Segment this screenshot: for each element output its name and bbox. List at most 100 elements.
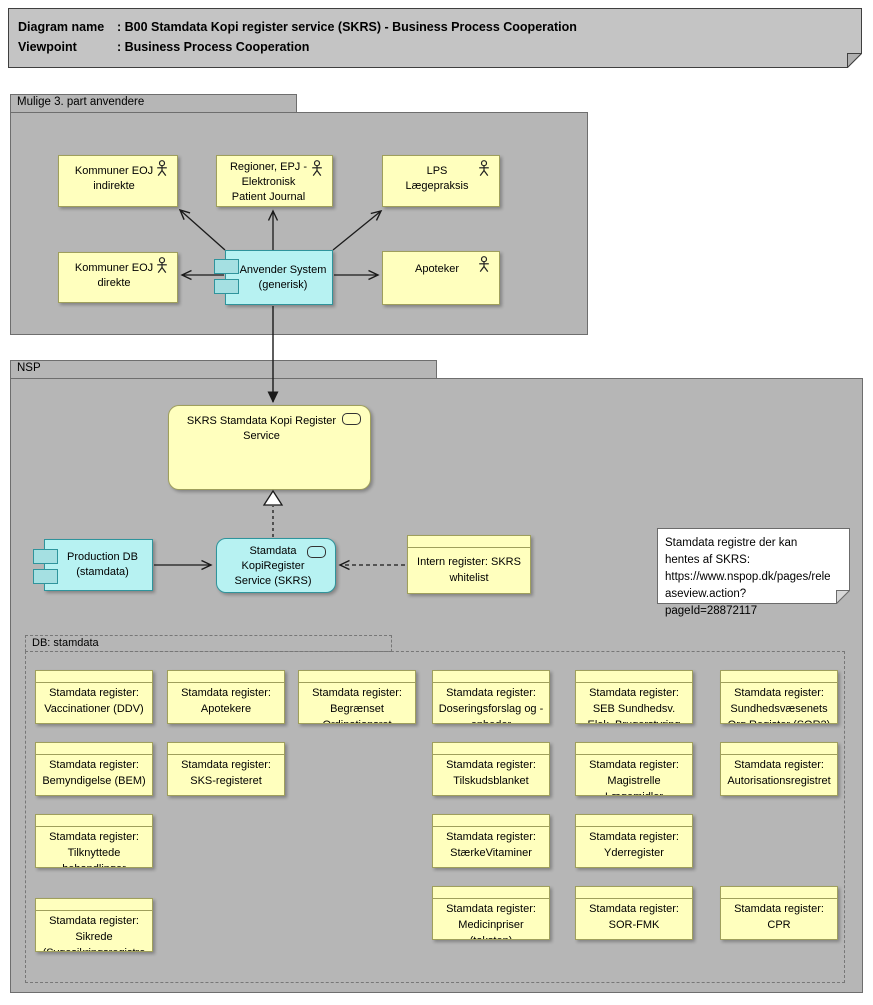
register-label: Stamdata register: Vaccinationer (DDV) xyxy=(44,687,144,715)
note-skrs-registers: Stamdata registre der kan hentes af SKRS… xyxy=(657,528,851,617)
register-autorisationsregistret: Stamdata register: Autorisationsregistre… xyxy=(720,742,838,796)
service-stamdata-kopiregister-skrs: Stamdata KopiRegister Service (SKRS) xyxy=(216,538,336,593)
actor-icon xyxy=(156,257,168,279)
actor-icon xyxy=(311,160,323,182)
title-note-shape xyxy=(8,8,863,69)
actor-label: Apoteker xyxy=(414,263,460,275)
component-port-icon xyxy=(33,549,58,564)
object-top-bar xyxy=(433,815,549,827)
object-top-bar xyxy=(576,887,692,899)
object-top-bar xyxy=(576,671,692,683)
register-label: Stamdata register: SEB Sundhedsv. Elek. … xyxy=(588,687,681,723)
register-sor-fmk: Stamdata register: SOR-FMK xyxy=(575,886,693,940)
object-top-bar xyxy=(576,815,692,827)
actor-lps-laegepraksis: LPS Lægepraksis xyxy=(382,155,500,207)
viewpoint-label: Viewpoint xyxy=(18,40,77,54)
title-note: Diagram name : B00 Stamdata Kopi registe… xyxy=(8,8,863,69)
register-label: Stamdata register: SOR-FMK xyxy=(589,903,679,931)
object-top-bar xyxy=(433,887,549,899)
object-top-bar xyxy=(721,887,837,899)
service-label: Stamdata KopiRegister Service (SKRS) xyxy=(234,545,312,587)
register-staerkevitaminer: Stamdata register: StærkeVitaminer xyxy=(432,814,550,868)
register-sor2: Stamdata register: Sundhedsvæsenets Org … xyxy=(720,670,838,724)
group-third-party-tab: Mulige 3. part anvendere xyxy=(10,94,297,113)
group-db-stamdata-label: DB: stamdata xyxy=(32,637,99,649)
component-label: Production DB (stamdata) xyxy=(67,551,138,578)
service-icon xyxy=(307,546,326,558)
register-sks-registeret: Stamdata register: SKS-registeret xyxy=(167,742,285,796)
object-top-bar xyxy=(168,743,284,755)
register-label: Stamdata register: Magistrelle Lægemidle… xyxy=(589,759,679,795)
component-production-db: Production DB (stamdata) xyxy=(33,539,153,591)
register-label: Stamdata register: StærkeVitaminer xyxy=(446,831,536,859)
actor-apoteker: Apoteker xyxy=(382,251,500,305)
register-label: Stamdata register: Tilknyttede behandlin… xyxy=(49,831,139,867)
register-seb-brugerstyring: Stamdata register: SEB Sundhedsv. Elek. … xyxy=(575,670,693,724)
actor-label: Regioner, EPJ - Elektronisk Patient Jour… xyxy=(229,161,308,203)
register-label: Stamdata register: CPR xyxy=(734,903,824,931)
register-tilknyttede-behandlinger: Stamdata register: Tilknyttede behandlin… xyxy=(35,814,153,868)
viewpoint-value: : Business Process Cooperation xyxy=(117,40,310,54)
register-label: Stamdata register: Tilskudsblanket xyxy=(446,759,536,787)
viewpoint-row: Viewpoint : Business Process Cooperation xyxy=(18,37,848,57)
object-top-bar xyxy=(36,815,152,827)
service-skrs-stamdata-kopi-register: SKRS Stamdata Kopi Register Service xyxy=(168,405,371,490)
object-label: Intern register: SKRS whitelist xyxy=(417,556,521,584)
actor-label: LPS Lægepraksis xyxy=(405,165,469,192)
register-medicinpriser: Stamdata register: Medicinpriser (takste… xyxy=(432,886,550,940)
register-cpr: Stamdata register: CPR xyxy=(720,886,838,940)
object-intern-register-whitelist: Intern register: SKRS whitelist xyxy=(407,535,531,594)
object-top-bar xyxy=(721,743,837,755)
object-top-bar xyxy=(408,536,530,548)
register-bemyndigelse: Stamdata register: Bemyndigelse (BEM) xyxy=(35,742,153,796)
diagram-name-label: Diagram name xyxy=(18,20,105,34)
group-nsp-label: NSP xyxy=(17,362,41,374)
register-tilskudsblanket: Stamdata register: Tilskudsblanket xyxy=(432,742,550,796)
component-anvender-system: Anvender System (generisk) xyxy=(214,250,333,305)
note-fold-icon xyxy=(836,590,851,605)
service-label: SKRS Stamdata Kopi Register Service xyxy=(186,415,337,442)
register-label: Stamdata register: Begrænset Ordinations… xyxy=(312,687,402,723)
diagram-name-row: Diagram name : B00 Stamdata Kopi registe… xyxy=(18,17,848,37)
group-nsp-tab: NSP xyxy=(10,360,437,379)
object-top-bar xyxy=(721,671,837,683)
note-fold-icon xyxy=(847,53,863,69)
register-label: Stamdata register: Apotekere xyxy=(181,687,271,715)
register-label: Stamdata register: Doseringsforslag og -… xyxy=(438,687,544,723)
group-db-stamdata-tab: DB: stamdata xyxy=(25,635,392,652)
note-shape xyxy=(657,528,851,605)
register-label: Stamdata register: SKS-registeret xyxy=(181,759,271,787)
component-port-icon xyxy=(33,569,58,584)
actor-icon xyxy=(478,256,490,278)
actor-regioner-epj: Regioner, EPJ - Elektronisk Patient Jour… xyxy=(216,155,333,207)
register-label: Stamdata register: Bemyndigelse (BEM) xyxy=(42,759,146,787)
register-magistrelle-laegemidler: Stamdata register: Magistrelle Lægemidle… xyxy=(575,742,693,796)
object-top-bar xyxy=(36,743,152,755)
register-doseringsforslag: Stamdata register: Doseringsforslag og -… xyxy=(432,670,550,724)
actor-icon xyxy=(156,160,168,182)
object-top-bar xyxy=(36,671,152,683)
group-third-party-label: Mulige 3. part anvendere xyxy=(17,96,145,108)
actor-label: Kommuner EOJ indirekte xyxy=(74,165,154,192)
diagram-name-value: : B00 Stamdata Kopi register service (SK… xyxy=(117,20,577,34)
register-begraenset-ordinationsret: Stamdata register: Begrænset Ordinations… xyxy=(298,670,416,724)
component-port-icon xyxy=(214,259,239,274)
component-port-icon xyxy=(214,279,239,294)
register-label: Stamdata register: Medicinpriser (takste… xyxy=(446,903,536,939)
object-top-bar xyxy=(299,671,415,683)
service-icon xyxy=(342,413,361,425)
component-label: Anvender System (generisk) xyxy=(239,263,327,291)
register-sikrede: Stamdata register: Sikrede (Sygesikrings… xyxy=(35,898,153,952)
object-top-bar xyxy=(36,899,152,911)
actor-kommuner-eoj-direkte: Kommuner EOJ direkte xyxy=(58,252,178,303)
group-db-stamdata-body xyxy=(25,651,845,983)
register-label: Stamdata register: Autorisationsregistre… xyxy=(727,759,831,787)
register-vaccinationer: Stamdata register: Vaccinationer (DDV) xyxy=(35,670,153,724)
register-apotekere: Stamdata register: Apotekere xyxy=(167,670,285,724)
register-label: Stamdata register: Yderregister xyxy=(589,831,679,859)
register-label: Stamdata register: Sikrede (Sygesikrings… xyxy=(43,915,146,951)
actor-icon xyxy=(478,160,490,182)
actor-label: Kommuner EOJ direkte xyxy=(74,262,154,289)
note-text: Stamdata registre der kan hentes af SKRS… xyxy=(665,537,831,617)
